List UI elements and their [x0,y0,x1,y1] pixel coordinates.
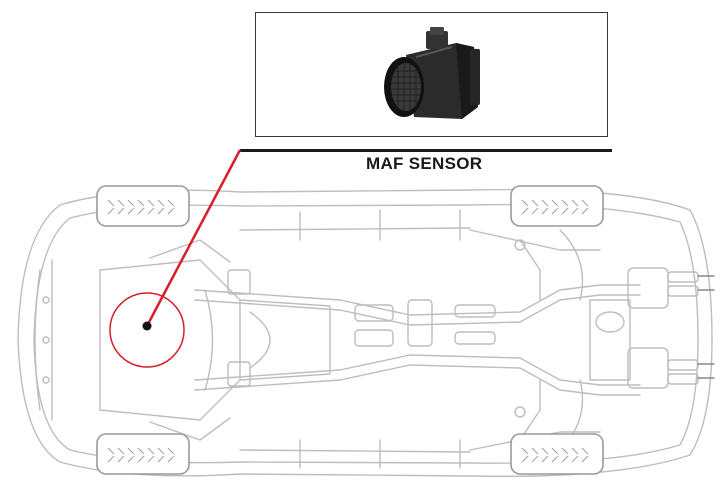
maf-sensor-icon [384,27,480,119]
label-underline [240,149,612,152]
location-dot [142,321,152,331]
wheels [96,185,604,475]
leader-line [145,149,242,327]
sensor-photo-box [255,12,608,137]
location-highlight-ring [109,292,185,368]
callout-label: MAF SENSOR [366,154,483,173]
